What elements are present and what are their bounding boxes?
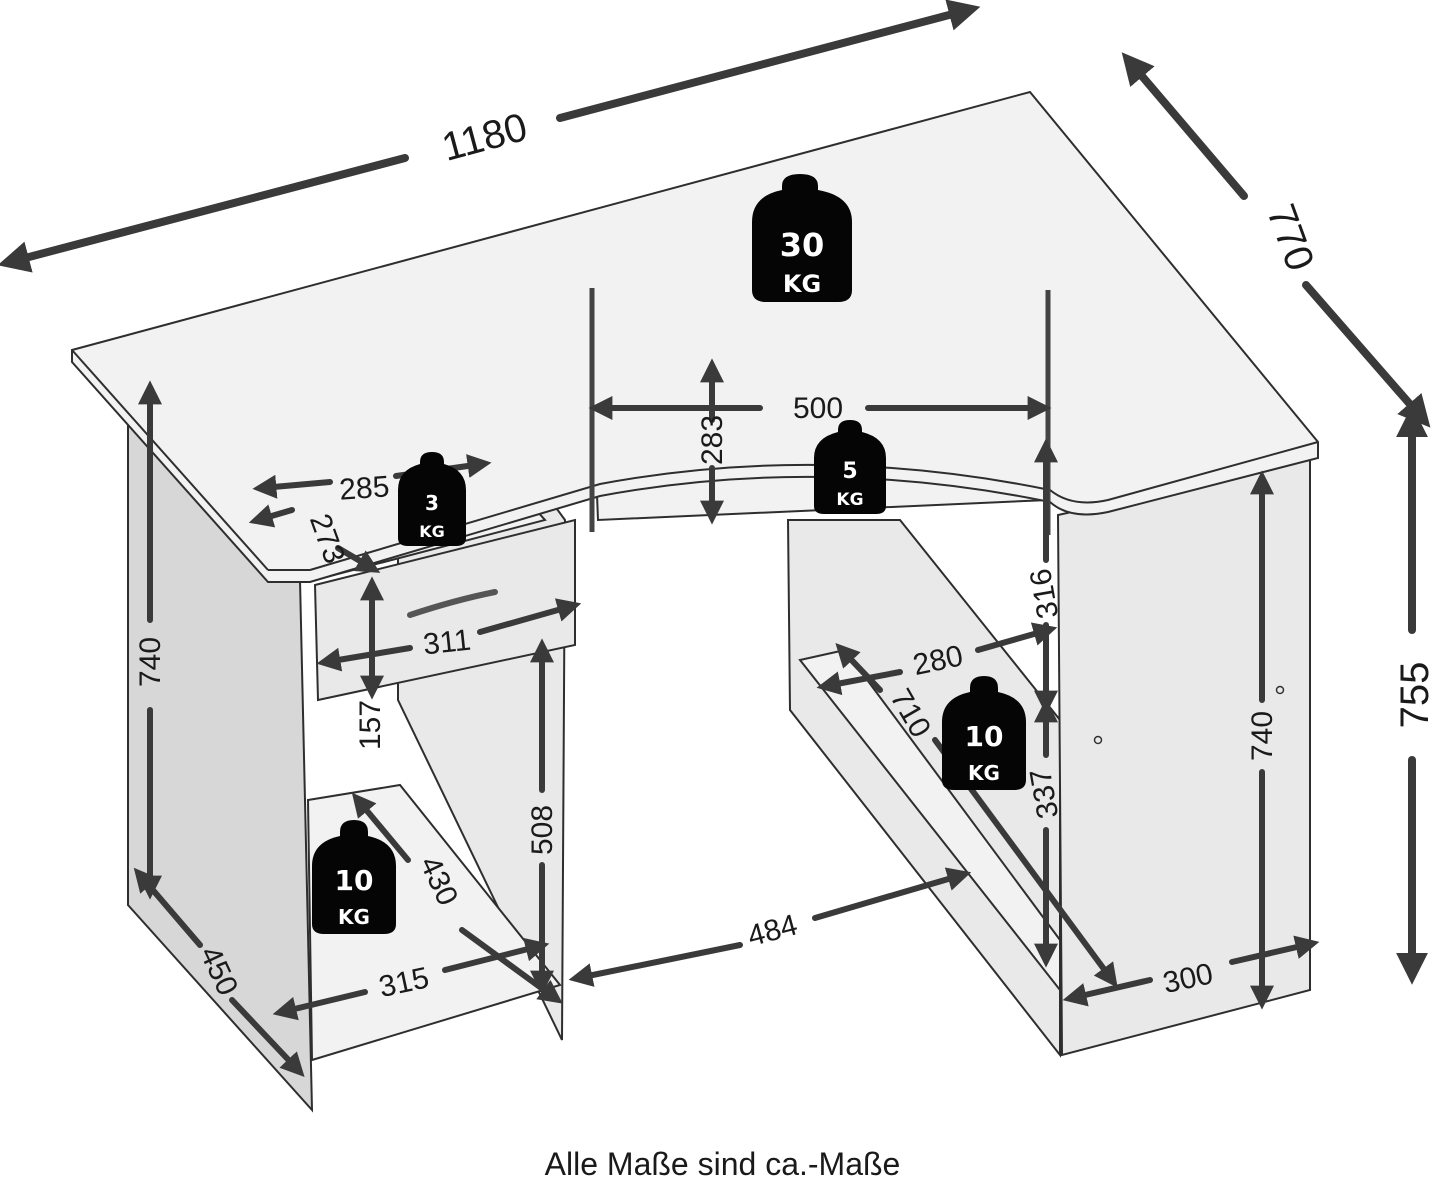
dim-middle-gap: 484	[744, 908, 801, 953]
dim-right-height: 740	[1246, 711, 1279, 761]
caption: Alle Maße sind ca.-Maße	[544, 1146, 901, 1182]
desk-drawing	[71, 90, 1319, 1113]
weight-right-shelf: 10 KG	[942, 676, 1026, 790]
weight-right-shelf-value: 10	[965, 720, 1004, 753]
dim-drawer-front-width: 311	[421, 624, 472, 662]
weight-shelf-unit: KG	[836, 490, 863, 510]
dim-shelf-width-top: 500	[793, 392, 843, 425]
weight-top-value: 30	[780, 226, 825, 264]
right-diagonal-shelf	[798, 648, 1061, 993]
weight-right-shelf-unit: KG	[968, 761, 1000, 785]
dimension-lines	[0, 0, 1431, 1077]
weight-shelf-value: 5	[842, 459, 857, 484]
weight-drawer-unit: KG	[419, 522, 445, 541]
weight-top: 30 KG	[752, 174, 852, 302]
dim-left-height: 740	[134, 637, 167, 687]
weight-icon	[398, 452, 466, 546]
dim-depth-right: 770	[1258, 199, 1322, 277]
weight-left-shelf-value: 10	[335, 864, 374, 897]
weight-icon	[752, 174, 852, 302]
weight-icon	[814, 420, 886, 514]
desk-top	[71, 90, 1319, 583]
right-side-hole-2	[1093, 735, 1103, 745]
right-side-hole-1	[1275, 685, 1285, 695]
weight-icon	[312, 820, 396, 934]
weight-drawer-value: 3	[425, 491, 439, 515]
dim-width-overall: 1180	[437, 105, 531, 170]
weight-top-unit: KG	[783, 270, 821, 298]
dim-drawer-width: 285	[338, 470, 390, 506]
weight-icon	[942, 676, 1026, 790]
dim-shelf-height-top: 283	[696, 415, 729, 465]
dim-left-open-height: 508	[526, 805, 559, 855]
drawer-handle	[407, 589, 498, 618]
weight-shelf: 5 KG	[814, 420, 886, 514]
dim-drawer-gap: 157	[354, 700, 387, 750]
weight-left-shelf-unit: KG	[338, 905, 370, 929]
weight-left-shelf: 10 KG	[312, 820, 396, 934]
dim-height-total: 755	[1393, 662, 1437, 729]
weight-drawer: 3 KG	[398, 452, 466, 546]
